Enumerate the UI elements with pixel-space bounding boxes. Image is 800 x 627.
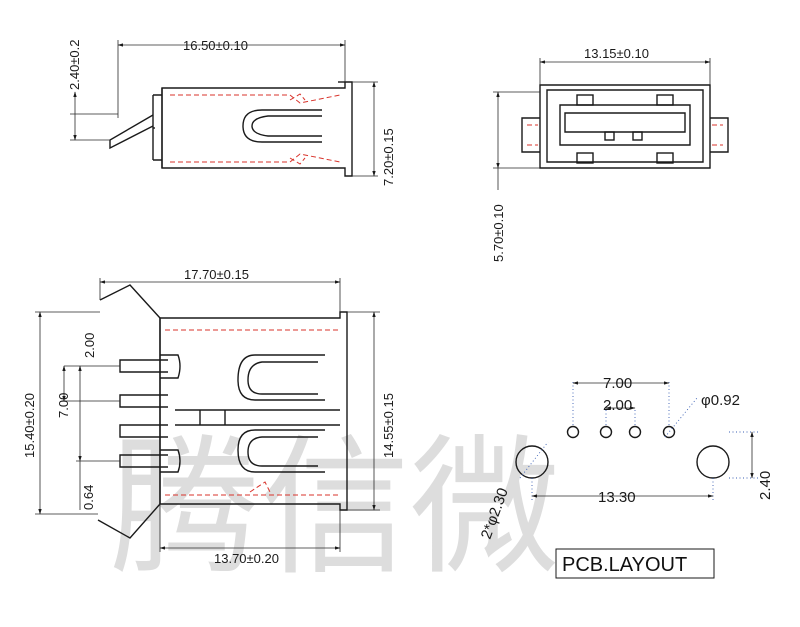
side-view: 16.50±0.10 2.40±0.2 7.20±0.15 — [67, 38, 396, 186]
dim-pitch-7: 7.00 — [56, 393, 71, 418]
dim-top-width-left: 15.40±0.20 — [22, 393, 37, 458]
pcb-pin-hole: φ0.92 — [701, 392, 740, 409]
watermark: 腾信微 — [110, 422, 560, 596]
dim-offset: 0.64 — [81, 485, 96, 510]
dim-pitch-2: 2.00 — [82, 333, 97, 358]
pcb-peg-offset: 2.40 — [757, 471, 774, 500]
top-view: 17.70±0.15 15.40±0.20 14.55±0.15 2.00 7.… — [22, 267, 396, 566]
dim-length: 16.50±0.10 — [183, 38, 248, 53]
dim-top-length: 17.70±0.15 — [184, 267, 249, 282]
pcb-title: PCB.LAYOUT — [562, 554, 687, 576]
pcb-pin-span: 7.00 — [603, 375, 632, 392]
front-view: 13.15±0.10 5.70±0.10 — [491, 46, 729, 262]
dim-bottom-length: 13.70±0.20 — [214, 551, 279, 566]
dim-top-width-right: 14.55±0.15 — [381, 393, 396, 458]
pcb-layout: 7.00 2.00 φ0.92 13.30 2.40 2*φ2.30 PCB.L… — [478, 375, 774, 579]
dim-width: 13.15±0.10 — [584, 46, 649, 61]
dim-tail: 2.40±0.2 — [67, 39, 82, 90]
dim-front-height: 5.70±0.10 — [491, 204, 506, 262]
pcb-peg-span: 13.30 — [598, 489, 636, 506]
dim-height: 7.20±0.15 — [381, 128, 396, 186]
pcb-pin-pitch: 2.00 — [603, 397, 632, 414]
pcb-title-box — [555, 548, 715, 579]
